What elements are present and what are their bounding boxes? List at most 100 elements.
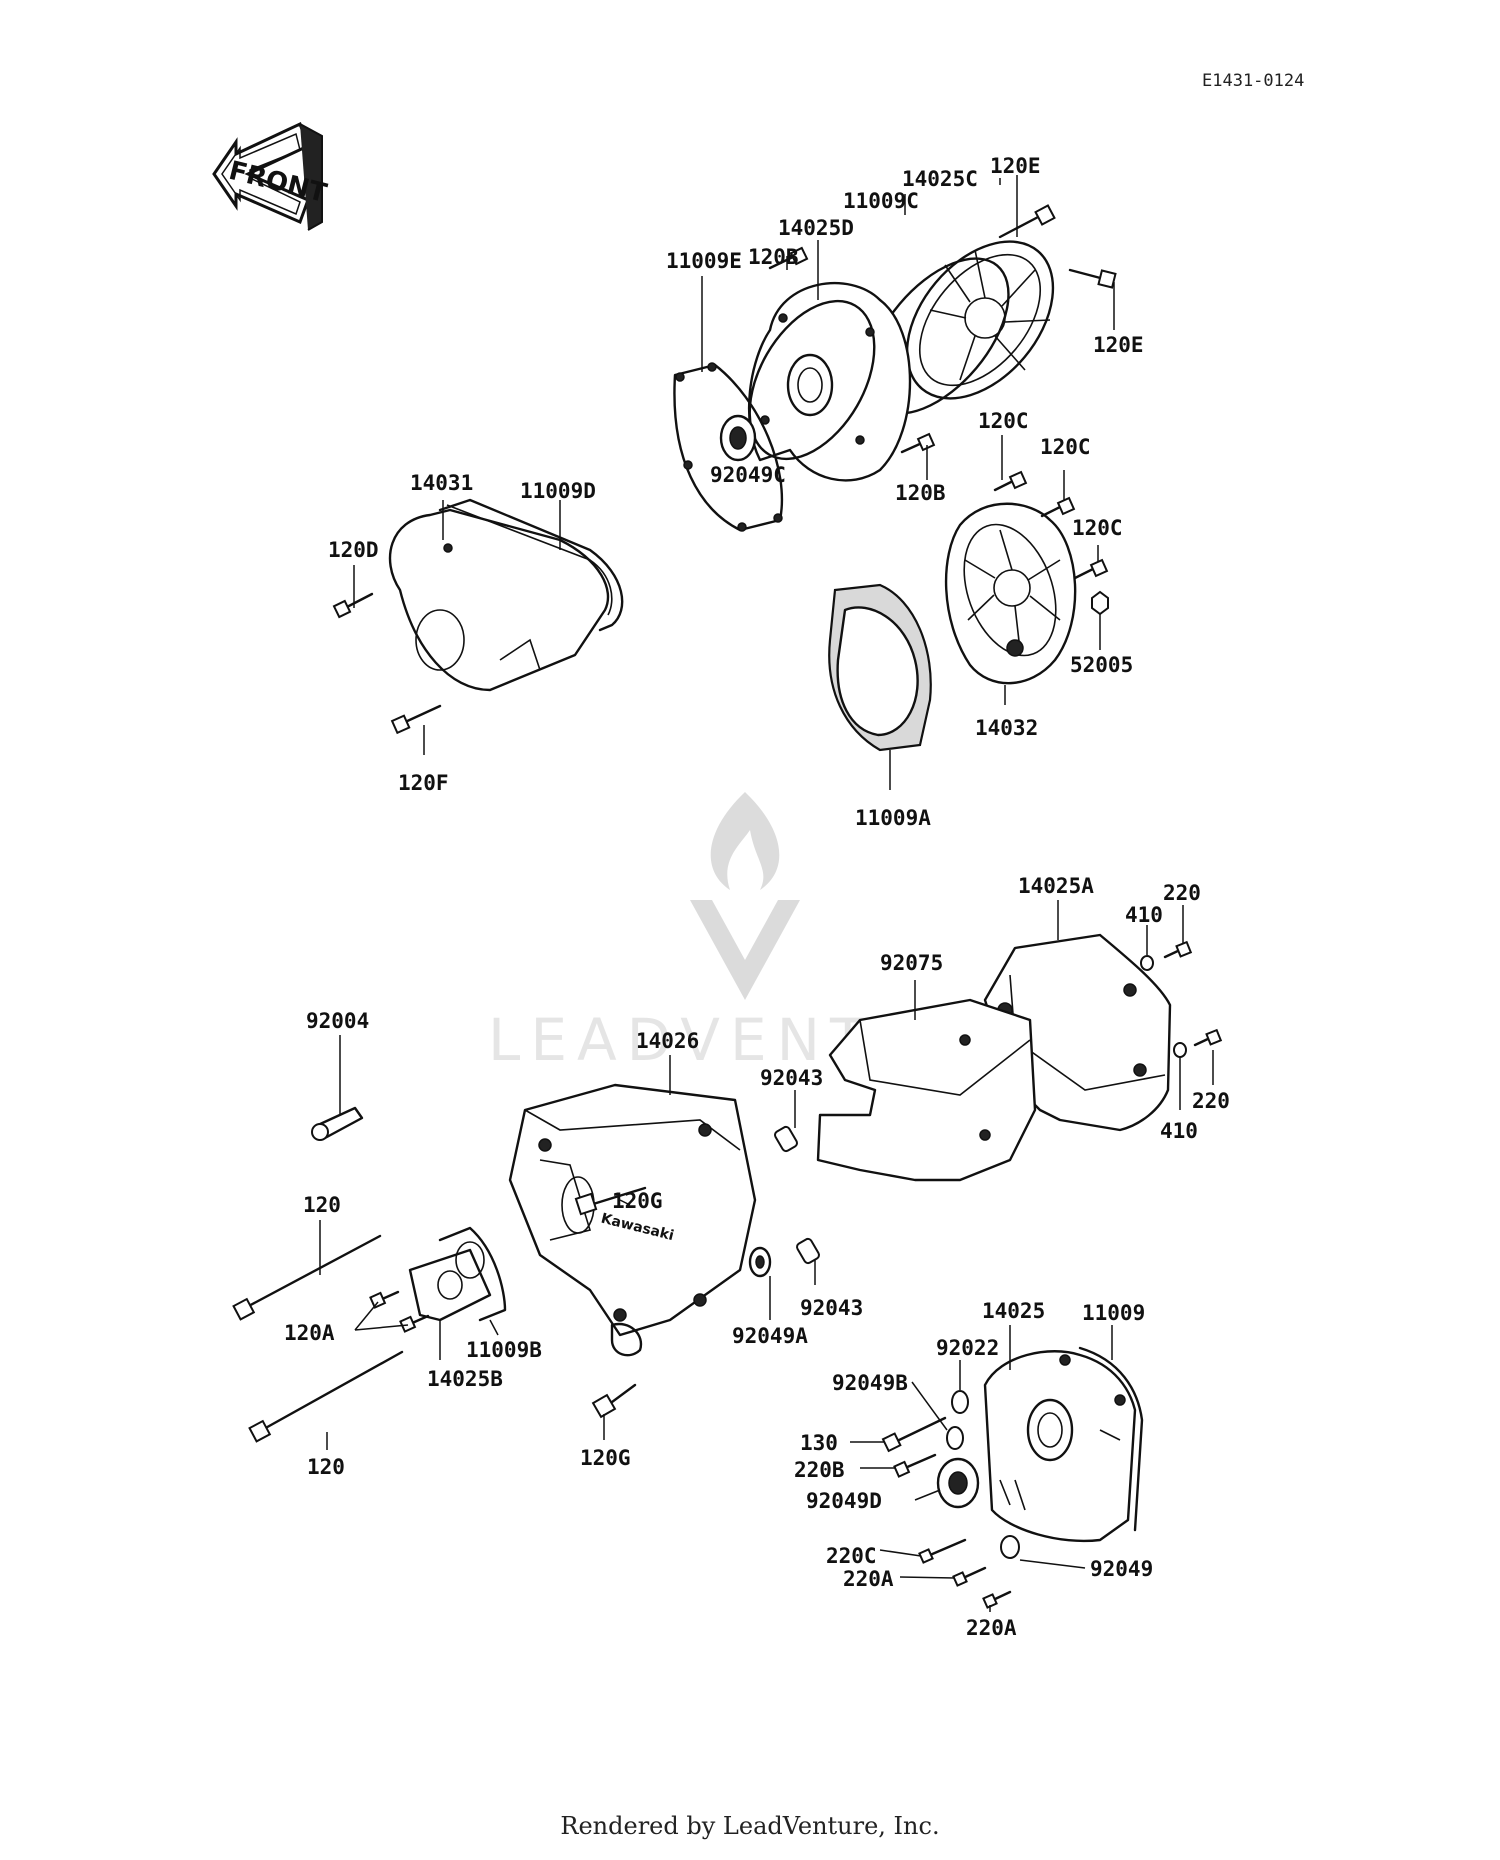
label-92049c: 92049C [710,463,786,487]
label-52005: 52005 [1070,653,1133,677]
label-120c-2: 120C [1040,435,1091,459]
seal-92049c [719,414,757,462]
label-92049d: 92049D [806,1489,882,1513]
label-120g-upper: 120G [612,1189,663,1213]
nut-52005 [1091,590,1109,616]
label-130: 130 [800,1431,838,1455]
washer-410-top [1140,955,1154,971]
cover-14032 [944,502,1077,685]
washer-92049b [946,1426,964,1450]
label-92043-top: 92043 [760,1066,823,1090]
label-220-top: 220 [1163,881,1201,905]
label-11009a: 11009A [855,806,931,830]
gasket-11009d [438,498,624,632]
switch-92004 [311,1106,364,1141]
label-120e-right: 120E [1093,333,1144,357]
label-220c: 220C [826,1544,877,1568]
bolt-130 [881,1416,947,1453]
plate-14025b [408,1248,492,1322]
bolt-120c-1 [993,470,1028,492]
label-14025d: 14025D [778,216,854,240]
label-11009: 11009 [1082,1301,1145,1325]
cover-14025c [905,240,1055,400]
label-92004: 92004 [306,1009,369,1033]
gasket-11009 [1078,1346,1144,1532]
gasket-11009e [673,362,784,532]
leader-lines [319,175,1214,1612]
dowel-92043-bottom [796,1237,820,1265]
front-arrow-icon: FRONT [212,121,330,231]
label-120b-mid: 120B [895,481,946,505]
label-120c-3: 120C [1072,516,1123,540]
bolt-220c [918,1538,967,1564]
label-120g-lower: 120G [580,1446,631,1470]
label-92043-bottom: 92043 [800,1296,863,1320]
label-11009b: 11009B [466,1338,542,1362]
label-220a-2: 220A [966,1616,1017,1640]
label-120f: 120F [398,771,449,795]
label-220a-1: 220A [843,1567,894,1591]
label-410-top: 410 [1125,903,1163,927]
bolt-120c-2 [1040,496,1076,518]
bolt-120-upper [232,1234,382,1321]
seal-92049d [936,1457,980,1509]
bolt-120b-mid [900,432,936,454]
bolt-120-lower [248,1350,404,1443]
bolt-120a-2 [399,1314,430,1333]
label-14025b: 14025B [427,1367,503,1391]
seal-92049a [748,1246,772,1278]
washer-410-bottom [1173,1042,1187,1058]
label-92075: 92075 [880,951,943,975]
label-120e-top: 120E [990,154,1041,178]
washer-92022 [951,1390,969,1414]
label-14025a: 14025A [1018,874,1094,898]
bolt-120g-upper [574,1186,647,1216]
label-14025c: 14025C [902,167,978,191]
gasket-11009a [828,583,932,752]
bolt-220a-2 [982,1590,1012,1609]
parts-diagram: E1431-0124 FRONT LEADVENTURE [212,71,1304,1640]
bolt-220-top [1163,940,1193,959]
bolt-120g-lower [591,1383,637,1419]
diagram-id: E1431-0124 [1202,71,1304,91]
label-120-lower: 120 [307,1455,345,1479]
cover-14031 [388,508,610,692]
label-11009d: 11009D [520,479,596,503]
case-14026: Kawasaki [508,1083,757,1357]
bolt-220a-1 [952,1566,987,1587]
dowel-92043-top [774,1125,798,1153]
label-220-right: 220 [1192,1089,1230,1113]
bolt-120b-top [768,246,809,270]
footer-credit: Rendered by LeadVenture, Inc. [560,1812,940,1840]
label-410-bottom: 410 [1160,1119,1198,1143]
cover-14025 [983,1350,1137,1543]
bolt-220-right [1193,1028,1223,1047]
label-220b: 220B [794,1458,845,1482]
bolt-120e-right [1068,268,1117,289]
label-14025: 14025 [982,1299,1045,1323]
bolt-120f [390,704,442,735]
label-92049b: 92049B [832,1371,908,1395]
label-92049: 92049 [1090,1557,1153,1581]
bolt-120a-1 [369,1290,400,1309]
bolt-120d [332,592,374,619]
insulator-92075 [816,998,1037,1182]
bolt-120e-top [998,204,1056,239]
label-120c-1: 120C [978,409,1029,433]
bolt-220b [893,1453,937,1478]
label-120d: 120D [328,538,379,562]
label-11009e: 11009E [666,249,742,273]
label-92049a: 92049A [732,1324,808,1348]
label-120a: 120A [284,1321,335,1345]
label-14026: 14026 [636,1029,699,1053]
label-120-upper: 120 [303,1193,341,1217]
housing-14025d [747,281,912,482]
label-11009c: 11009C [843,189,919,213]
label-14032: 14032 [975,716,1038,740]
washer-92049 [1000,1535,1020,1559]
label-14031: 14031 [410,471,473,495]
bolt-120c-3 [1073,558,1109,580]
label-92022: 92022 [936,1336,999,1360]
gasket-11009b [438,1226,507,1322]
label-120b-top: 120B [748,245,799,269]
